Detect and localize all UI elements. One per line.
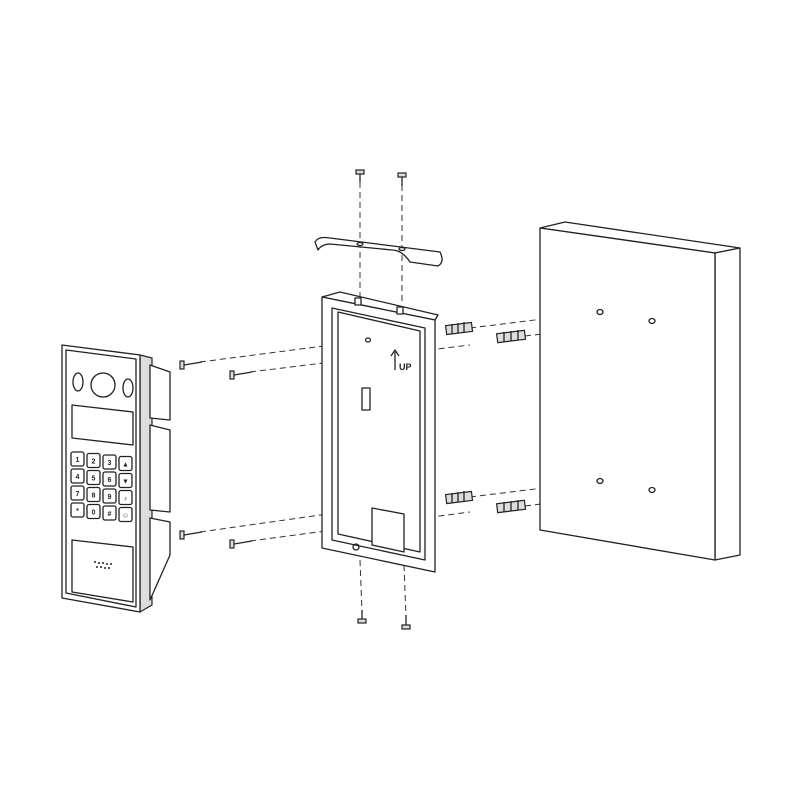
keypad-key-label: ▼	[122, 479, 129, 486]
wall-anchors	[444, 321, 527, 514]
keypad-key: #	[102, 505, 117, 521]
screw-bottom-1	[357, 610, 367, 624]
keypad-key-label: 4	[76, 474, 80, 481]
keypad-key: 4	[70, 468, 85, 484]
keypad-key-label: 7	[76, 491, 80, 498]
door-station-panel: 1 2 3 ▲ 4 5 6 ▼ 7 8 9 ♪ * 0 # ☺	[61, 344, 171, 614]
keypad-key-label: ♪	[124, 496, 128, 503]
camera-icon	[90, 372, 116, 398]
rain-hood-bracket	[314, 236, 443, 267]
anchor-bottom-2	[495, 499, 527, 514]
keypad-key: ☺	[118, 506, 133, 523]
keypad-key-label: *	[76, 508, 79, 515]
speaker-area	[71, 539, 134, 603]
keypad-key-label: 6	[108, 477, 112, 484]
screw-side-4	[229, 539, 253, 549]
up-label: UP	[399, 362, 412, 372]
keypad-key-label: 3	[108, 460, 112, 467]
keypad-key-label: 8	[92, 493, 96, 500]
display-screen	[71, 404, 134, 446]
light-sensor-left	[72, 372, 84, 392]
keypad-key-label: #	[108, 511, 112, 518]
screws	[179, 169, 411, 630]
keypad-key-label: 1	[76, 457, 80, 464]
keypad-key-label: 9	[108, 494, 112, 501]
keypad-key: 9	[102, 488, 117, 504]
screw-side-3	[179, 530, 203, 540]
keypad-key: 0	[86, 503, 101, 520]
keypad-key: 5	[86, 469, 101, 486]
keypad-key: 7	[70, 485, 85, 501]
screw-side-1	[179, 360, 203, 370]
keypad-key: *	[70, 502, 85, 518]
keypad-key: 6	[102, 471, 117, 487]
anchor-bottom-1	[444, 490, 474, 505]
wall	[539, 221, 741, 561]
keypad-key-label: ☺	[122, 513, 129, 520]
light-sensor-right	[122, 378, 134, 398]
keypad-key: 2	[86, 452, 101, 469]
screw-side-2	[229, 370, 253, 380]
keypad-key-label: 5	[92, 476, 96, 483]
keypad-key-label: 0	[92, 510, 96, 517]
speaker-grille-icon	[94, 561, 112, 569]
keypad-key-label: 2	[92, 459, 96, 466]
keypad-key: 8	[86, 486, 101, 503]
keypad-key: 3	[102, 454, 117, 470]
keypad-key-label: ▲	[122, 462, 129, 469]
keypad: 1 2 3 ▲ 4 5 6 ▼ 7 8 9 ♪ * 0 # ☺	[70, 451, 133, 523]
back-box: UP	[321, 291, 439, 573]
screw-top-1	[355, 169, 365, 182]
keypad-key: ▲	[118, 455, 133, 472]
keypad-key: 1	[70, 451, 85, 467]
keypad-key: ♪	[118, 489, 133, 506]
anchor-top-2	[495, 329, 527, 344]
screw-bottom-2	[401, 615, 411, 630]
keypad-key: ▼	[118, 472, 133, 489]
anchor-top-1	[444, 321, 474, 336]
screw-top-2	[397, 172, 407, 186]
